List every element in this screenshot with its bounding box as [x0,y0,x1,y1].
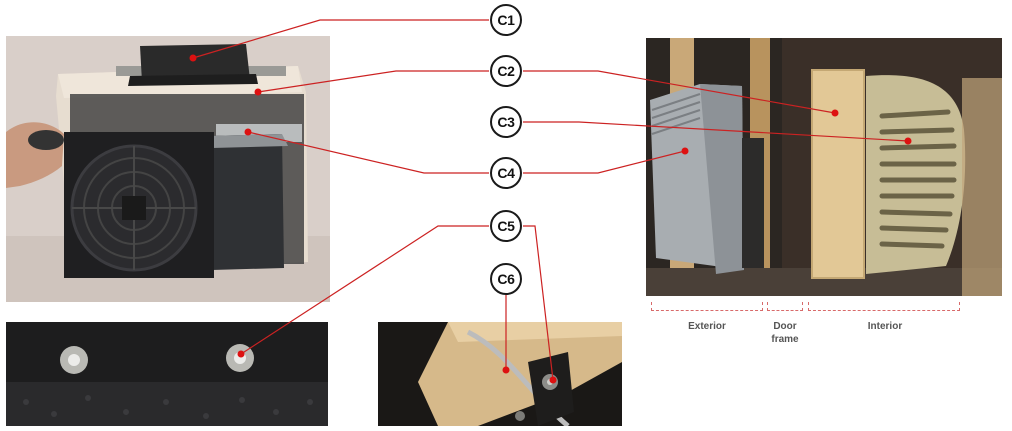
callout-c6: C6 [490,263,522,295]
dimension-exterior [651,297,763,311]
dimension-door-frame [767,297,803,311]
photo-bracket-detail [6,322,328,426]
zone-label-door-frame: Door frame [771,321,799,345]
photo-unit-rear [6,36,330,302]
callout-c5: C5 [490,210,522,242]
callout-c3: C3 [490,106,522,138]
callout-c4: C4 [490,157,522,189]
callout-c1: C1 [490,4,522,36]
dimension-interior [808,297,960,311]
zone-label-interior: Interior [867,321,903,332]
callout-c2: C2 [490,55,522,87]
photo-installed-unit [646,38,1002,296]
zone-label-exterior: Exterior [688,321,726,332]
photo-cable-detail [378,322,622,426]
